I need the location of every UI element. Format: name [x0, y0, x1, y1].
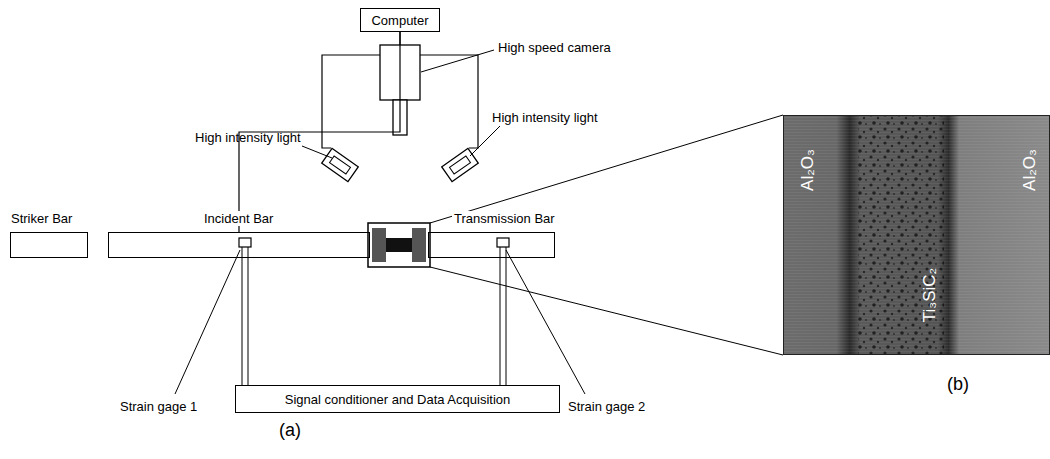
- panel-label: (b): [947, 374, 969, 394]
- phase-label: Al₂O₃: [798, 149, 817, 191]
- micrograph: [783, 115, 1050, 355]
- gage-label: Strain gage 1: [120, 399, 197, 414]
- gage-wire: [248, 247, 249, 385]
- light-face: [330, 156, 351, 174]
- specimen-frame: [368, 223, 430, 267]
- bar-heading: Incident Bar: [202, 211, 275, 226]
- camera-label-holder: High speed camera: [498, 38, 611, 56]
- leader-line: [421, 50, 494, 72]
- light-face: [450, 156, 471, 174]
- light-symbol: [322, 148, 359, 181]
- light-label: High intensity light: [195, 130, 301, 145]
- alumina-platen: [412, 228, 426, 262]
- bar-heading-holder: Striker Bar: [9, 209, 74, 227]
- phase-label-holder: Al₂O₃: [798, 149, 818, 191]
- leader-line: [506, 250, 585, 394]
- gage-label-holder: Strain gage 1: [120, 397, 197, 415]
- phase-label-holder: Al₂O₃: [1020, 149, 1040, 191]
- phase-label: Ti₃SiC₂: [920, 268, 939, 322]
- gage-wire: [242, 247, 243, 385]
- leader-line: [175, 250, 240, 394]
- leader-line: [302, 146, 332, 158]
- micrograph-grains: [858, 115, 944, 355]
- light-label: High intensity light: [492, 110, 598, 125]
- gage-label-holder: Strain gage 2: [568, 397, 645, 415]
- specimen: [386, 238, 412, 252]
- light-cable: [322, 55, 380, 148]
- transmission-bar: Transmission Bar: [428, 232, 555, 258]
- box-text: Computer: [371, 13, 428, 28]
- incident-bar: Incident Bar: [108, 232, 370, 258]
- panel-label-holder: (b): [947, 374, 969, 395]
- zoom-line: [430, 115, 783, 223]
- bar-heading: Striker Bar: [9, 211, 74, 226]
- signal-box: Signal conditioner and Data Acquisition: [235, 385, 560, 413]
- phase-label: Al₂O₃: [1020, 149, 1039, 191]
- leader-line: [470, 126, 500, 156]
- alumina-platen: [372, 228, 386, 262]
- camera-label: High speed camera: [498, 40, 611, 55]
- striker-bar: Striker Bar: [10, 232, 88, 258]
- gage-wire: [506, 247, 507, 385]
- computer-box: Computer: [360, 8, 440, 32]
- light-cable: [420, 55, 478, 148]
- bar-heading-holder: Incident Bar: [202, 209, 275, 227]
- light-label-holder: High intensity light: [492, 108, 598, 126]
- light-label-holder: High intensity light: [195, 128, 301, 146]
- strain-gage: [239, 238, 251, 247]
- phase-label-holder: Ti₃SiC₂: [920, 268, 940, 322]
- box-text: Signal conditioner and Data Acquisition: [285, 392, 510, 407]
- panel-label: (a): [279, 420, 301, 440]
- zoom-line: [430, 267, 783, 355]
- strain-gage: [497, 238, 509, 247]
- panel-label-holder: (a): [279, 420, 301, 441]
- light-housing: [322, 148, 359, 181]
- micrograph-texture: [783, 115, 1050, 355]
- gage-label: Strain gage 2: [568, 399, 645, 414]
- bar-heading: Transmission Bar: [452, 211, 557, 226]
- bar-heading-holder: Transmission Bar: [452, 209, 557, 227]
- gage-wire: [500, 247, 501, 385]
- micrograph-frame: [784, 116, 1050, 355]
